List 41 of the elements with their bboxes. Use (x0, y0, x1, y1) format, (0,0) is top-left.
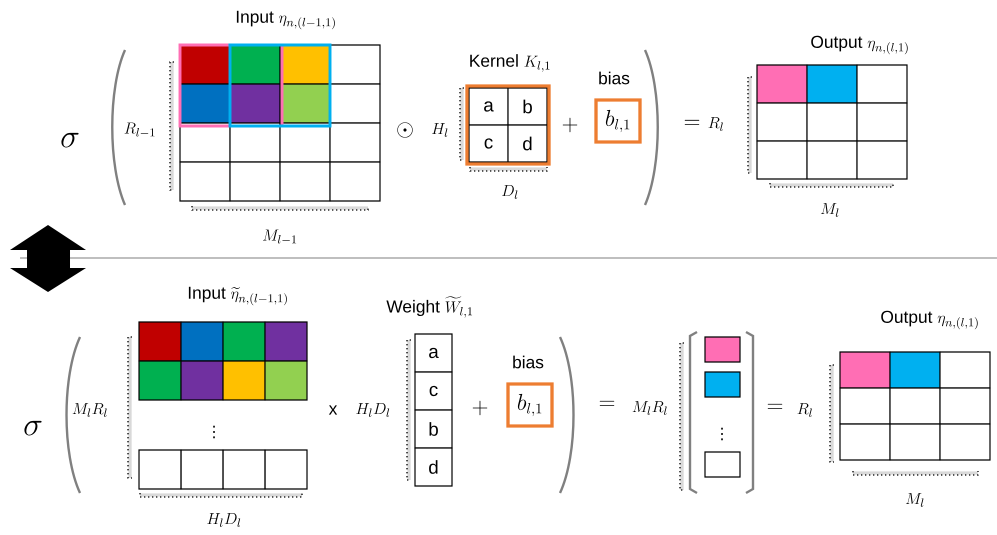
math-label: $=$ (684, 120, 700, 125)
matrix: $\text{Kernel }K_{l,1}$ a b c d (465, 54, 551, 166)
math-label: $=$ (600, 400, 614, 406)
math-label: $\odot$ (397, 122, 413, 138)
math-label: $\sigma$ (24, 420, 42, 436)
math-label: $+$ (472, 400, 488, 416)
node-label: c (430, 386, 438, 396)
bias-box: bias $b_{l,1}$ (506, 356, 554, 428)
node-label: $\text{Input }\widetilde{\eta}_{n,(l-1,1)}$ (188, 286, 287, 306)
math-label: $M_lR_l$ (632, 401, 667, 415)
node-label: $\text{Input }\eta_{n,(l-1,1)}$ (236, 10, 335, 30)
node-label: b (430, 422, 438, 436)
math-label: $M_l$ (906, 493, 924, 507)
math-label: $H_lD_l$ (207, 513, 240, 527)
math-label: $+$ (562, 118, 578, 132)
math-label: $M_l$ (820, 203, 838, 217)
node-label: $\text{Kernel }K_{l,1}$ (470, 54, 550, 72)
matrix: $\text{Output }\eta_{n,(l,1)}$ (839, 310, 991, 461)
math-label: $=$ (768, 404, 782, 409)
math-label: $\vdots$ (213, 426, 215, 438)
node-label: bias (513, 356, 544, 368)
node-label: $\text{Output }\eta_{n,(l,1)}$ (811, 36, 908, 54)
math-label: $\sigma$ (61, 132, 79, 148)
math-label: x (328, 405, 338, 415)
bias-box: bias $b_{l,1}$ (594, 72, 642, 144)
math-label: $D_l$ (502, 185, 518, 199)
matrix: $\text{Output }\eta_{n,(l,1)}$ (756, 36, 908, 180)
math-label: $R_{l-1}$ (124, 122, 154, 136)
column-vector (688, 330, 754, 494)
matrix: $\text{Input }\eta_{n,(l-1,1)}$ (178, 10, 381, 202)
math-label: $H_l$ (432, 123, 448, 137)
math-label: $M_{l-1}$ (263, 230, 296, 244)
node-label: $\text{Output }\eta_{n,(l,1)}$ (881, 310, 978, 330)
math-label: $H_lD_l$ (356, 403, 390, 417)
node-label: bias (599, 72, 630, 84)
math-label: $R_l$ (708, 117, 723, 131)
node-label: d (429, 460, 438, 474)
math-label: $R_l$ (798, 403, 812, 417)
node-label: $\text{Weight }\widetilde{W}_{l,1}$ (386, 296, 472, 318)
math-label: $M_lR_l$ (72, 403, 107, 417)
math-label: $\vdots$ (721, 428, 723, 440)
